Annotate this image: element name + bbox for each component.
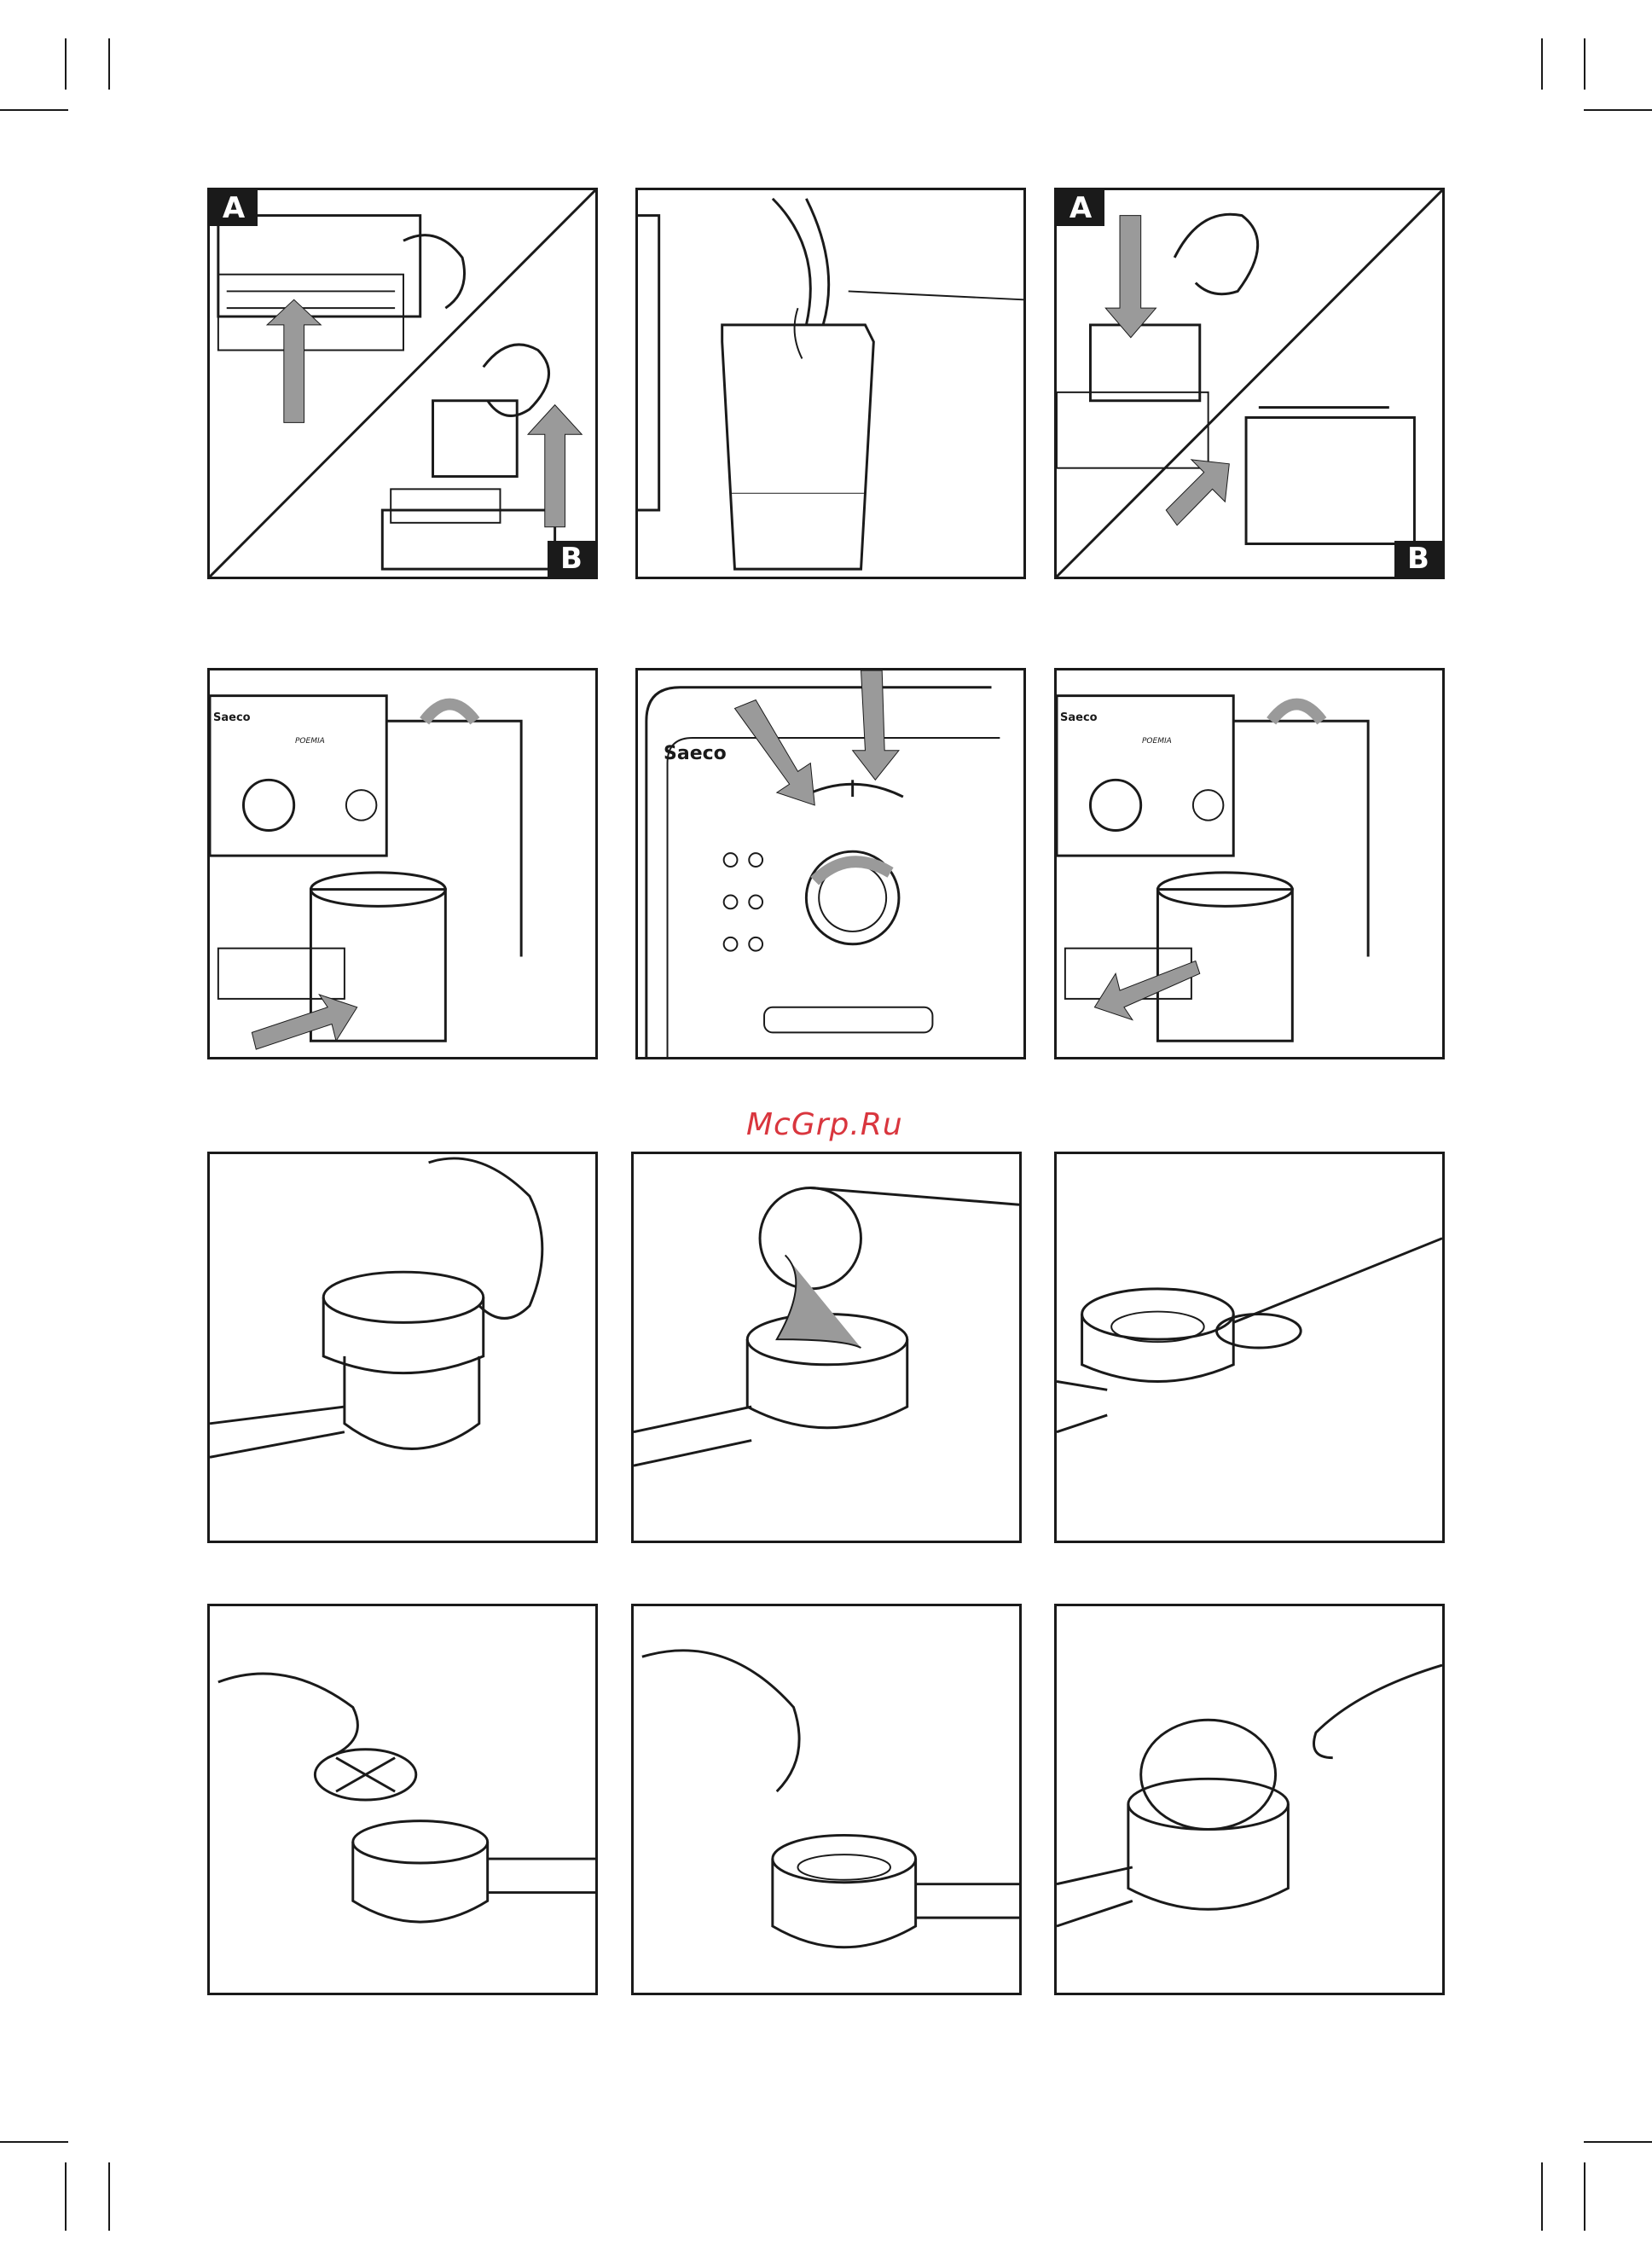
crop-mark bbox=[1584, 38, 1585, 90]
panel-place-coffee-pod bbox=[1054, 1604, 1445, 1995]
arrow-icon bbox=[1057, 670, 1442, 1057]
panel-insert-pod-filter bbox=[207, 1604, 598, 1995]
illustration bbox=[1057, 1154, 1442, 1541]
up-arrow-icon bbox=[210, 190, 595, 577]
model-label: POEMIA bbox=[1142, 737, 1172, 746]
panel-insert-pod-holder bbox=[631, 1604, 1022, 1995]
brand-label: Saeco bbox=[1060, 711, 1098, 724]
panel-fill-water-tank bbox=[635, 188, 1026, 579]
illustration bbox=[634, 1154, 1019, 1541]
arrow-icon bbox=[210, 670, 595, 1057]
crop-mark bbox=[65, 38, 67, 90]
step-label-a: A bbox=[210, 190, 258, 226]
illustration bbox=[638, 190, 1023, 577]
brand-label: Saeco bbox=[664, 743, 727, 764]
crop-mark bbox=[1584, 2141, 1652, 2143]
illustration bbox=[634, 1606, 1019, 1993]
crop-mark bbox=[65, 2162, 67, 2231]
illustration bbox=[210, 1606, 595, 1993]
crop-mark bbox=[0, 109, 68, 111]
step-label-b: B bbox=[1394, 541, 1442, 577]
crop-mark bbox=[108, 2162, 110, 2231]
brand-label: Saeco bbox=[213, 711, 251, 724]
crop-mark bbox=[108, 38, 110, 90]
panel-add-ground-coffee bbox=[631, 1152, 1022, 1543]
crop-mark bbox=[1584, 2162, 1585, 2231]
illustration bbox=[1057, 1606, 1442, 1993]
panel-selector-knob: Saeco bbox=[635, 668, 1026, 1059]
arrow-icon bbox=[638, 670, 1023, 1057]
crop-mark bbox=[0, 2141, 68, 2143]
crop-mark bbox=[1584, 109, 1652, 111]
panel-level-coffee bbox=[1054, 1152, 1445, 1543]
panel-steam-jug-out: Saeco POEMIA bbox=[1054, 668, 1445, 1059]
step-label-a: A bbox=[1057, 190, 1104, 226]
panel-steam-jug-in: Saeco POEMIA bbox=[207, 668, 598, 1059]
arrow-icon bbox=[1057, 190, 1442, 577]
step-label-b: B bbox=[548, 541, 595, 577]
illustration bbox=[210, 1154, 595, 1541]
panel-remove-water-tank: A B bbox=[207, 188, 598, 579]
crop-mark bbox=[1541, 2162, 1543, 2231]
panel-insert-filter bbox=[207, 1152, 598, 1543]
panel-insert-water-tank: A B bbox=[1054, 188, 1445, 579]
watermark-text: McGrp.Ru bbox=[746, 1107, 903, 1142]
model-label: POEMIA bbox=[295, 737, 325, 746]
crop-mark bbox=[1541, 38, 1543, 90]
